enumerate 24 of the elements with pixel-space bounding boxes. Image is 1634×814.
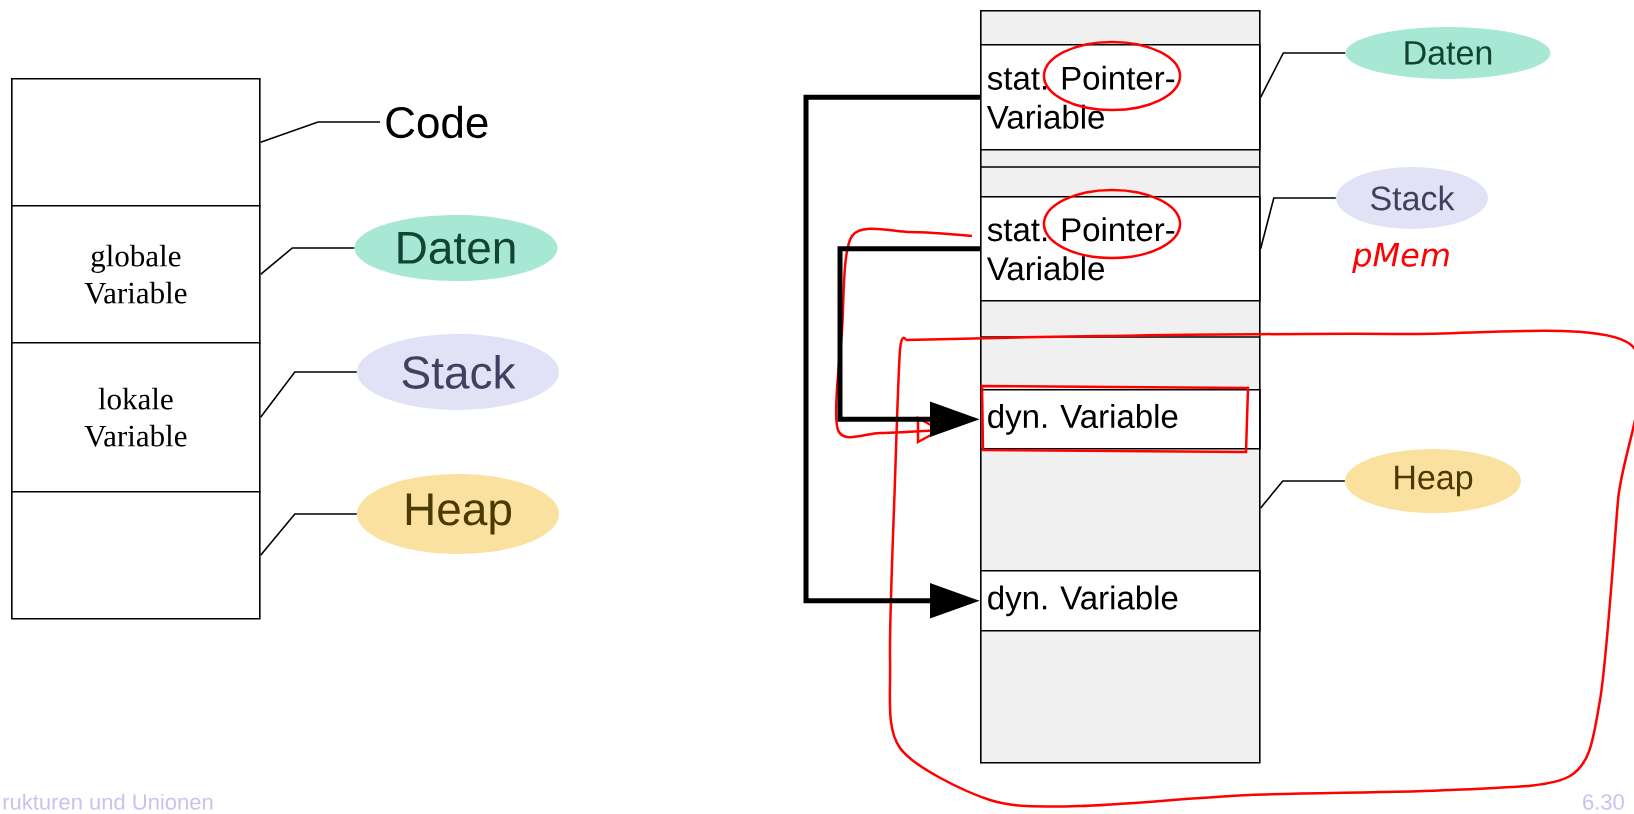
leader-line	[259, 513, 358, 557]
region-label: Code	[386, 105, 488, 139]
leader-line	[1259, 52, 1347, 99]
region-label: Heap	[357, 474, 559, 554]
leader-line	[259, 371, 358, 419]
memory-cell: lokale Variable	[11, 342, 261, 493]
memory-cell: stat. Pointer-Variable	[980, 196, 1261, 302]
memory-cell: dyn. Variable	[980, 570, 1261, 632]
region-label: Stack	[1336, 167, 1488, 229]
region-label: Heap	[1345, 449, 1521, 513]
leader-line	[1259, 197, 1337, 250]
memory-cell	[11, 491, 261, 620]
memory-cell	[11, 78, 261, 207]
handwritten-note: pMem	[1352, 243, 1449, 273]
page-number: 6.30	[1583, 794, 1624, 810]
leader-line	[259, 247, 356, 276]
region-label: Stack	[357, 334, 559, 410]
leader-line	[1259, 480, 1346, 509]
footer-text: rukturen und Unionen	[3, 793, 213, 810]
region-label: Daten	[1345, 27, 1551, 79]
memory-cell: dyn. Variable	[980, 389, 1261, 450]
region-label: Daten	[354, 215, 558, 281]
leader-line	[259, 121, 381, 144]
memory-cell: globale Variable	[11, 205, 261, 344]
